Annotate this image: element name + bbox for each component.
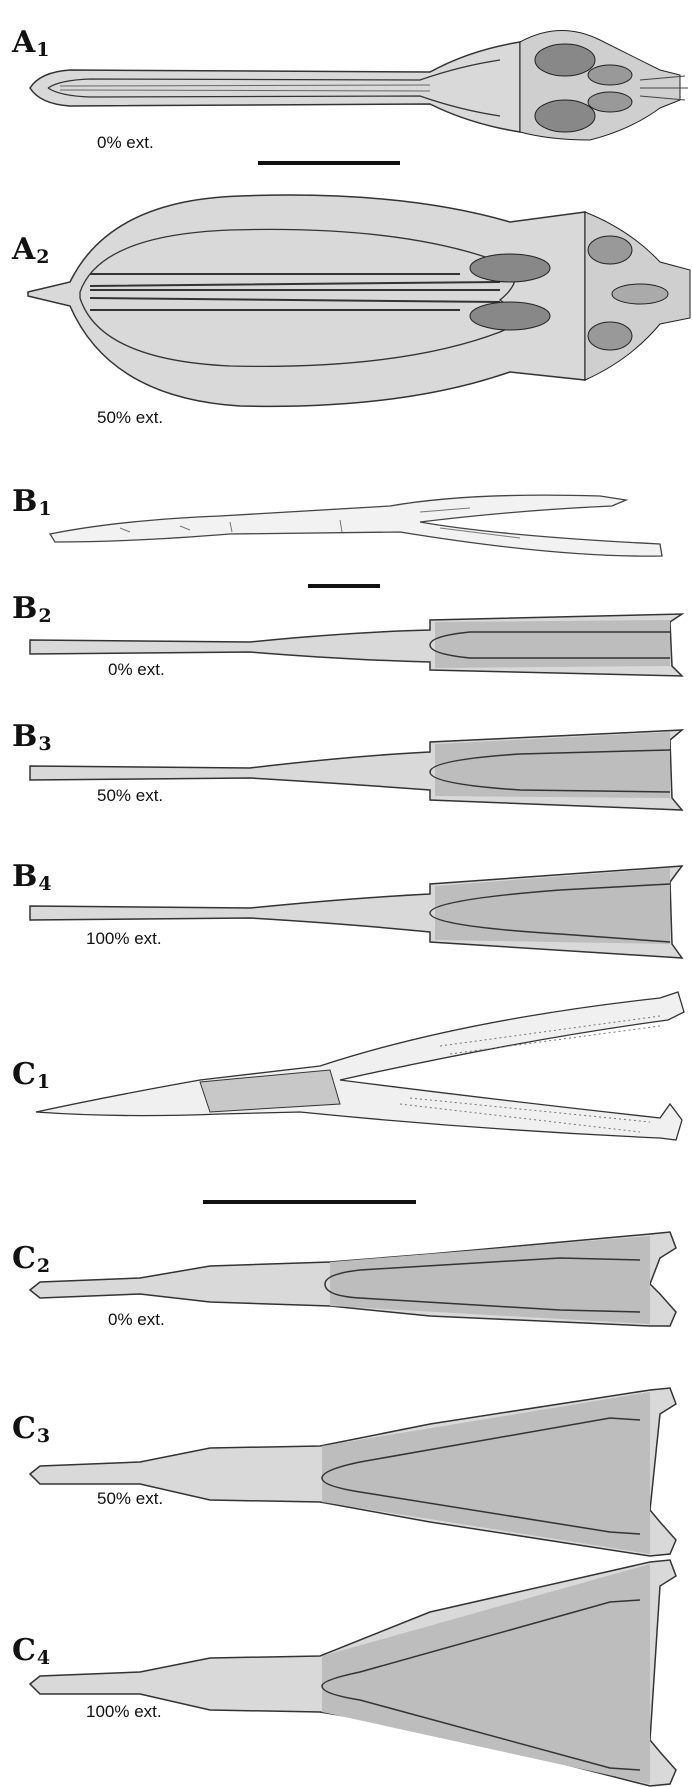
b2-dark-membrane [435,620,670,668]
panel-label-a2: A2 [12,235,50,267]
panel-label-c1: C1 [12,1060,50,1092]
panel-label-c2: C2 [12,1244,50,1276]
a1-membrane [30,42,520,132]
panel-label-b2: B2 [12,594,52,626]
panel-c4-schematic [30,1560,676,1786]
a1-muscles [520,30,688,140]
panel-b1-fossil [50,495,662,586]
panel-label-c4: C4 [12,1636,50,1668]
c4-dark-membrane [322,1564,650,1784]
c4-extension-label: 100% ext. [86,1702,162,1722]
b2-extension-label: 0% ext. [108,660,165,680]
b1-fossil-bone [50,495,662,556]
panel-a2-drawing [28,195,690,406]
panel-label-b3: B3 [12,722,52,754]
panel-c3-schematic [30,1388,676,1556]
c1-fossil-bone [36,992,684,1140]
c3-extension-label: 50% ext. [97,1489,163,1509]
a2-extension-label: 50% ext. [97,408,163,428]
c2-extension-label: 0% ext. [108,1310,165,1330]
b3-extension-label: 50% ext. [97,786,163,806]
panel-c1-fossil [36,992,684,1202]
c1-dense-region [200,1070,340,1112]
panel-label-b4: B4 [12,862,52,894]
b4-extension-label: 100% ext. [86,929,162,949]
a1-extension-label: 0% ext. [97,133,154,153]
b4-dark-membrane [435,868,670,944]
panel-label-b1: B1 [12,487,52,519]
panel-label-c3: C3 [12,1414,50,1446]
panel-label-a1: A1 [12,28,50,60]
